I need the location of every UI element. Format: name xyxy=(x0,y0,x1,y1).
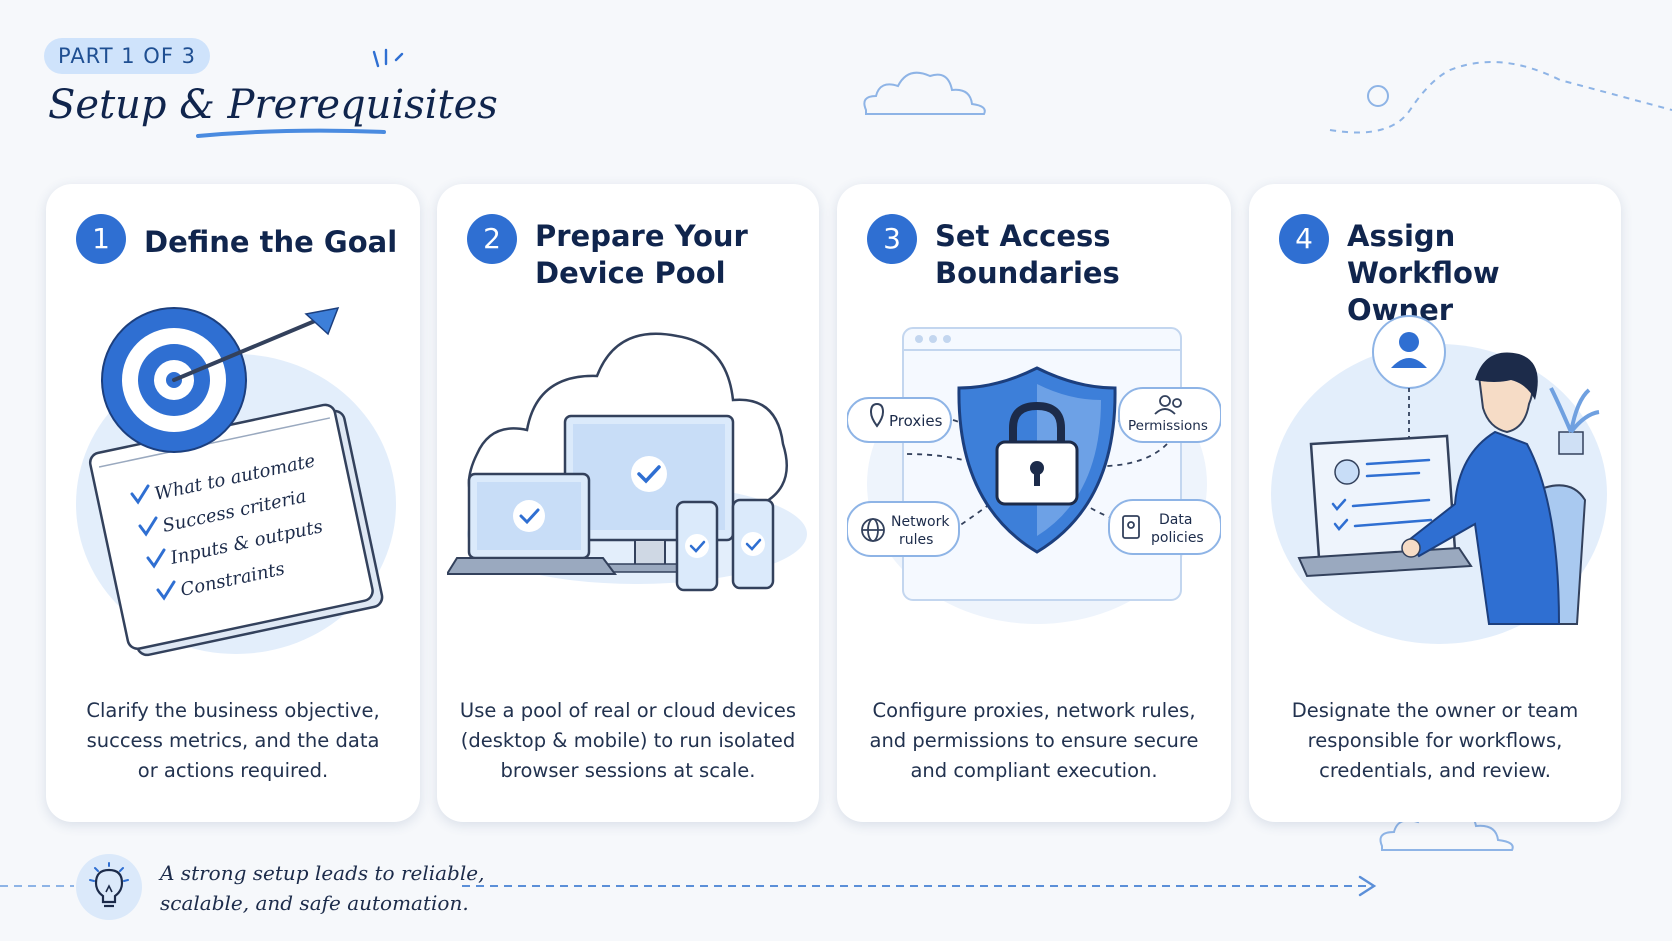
chip-permissions: Permissions xyxy=(1128,418,1208,434)
card-header: 3 Set Access Boundaries xyxy=(867,214,1215,304)
card-title: Assign Workflow Owner xyxy=(1347,219,1500,327)
step-number: 1 xyxy=(76,214,126,264)
dashed-path-doodle xyxy=(1329,61,1672,134)
security-shield-illustration: Proxies Permissions Network rules Data p… xyxy=(847,327,1221,624)
document-icon xyxy=(1122,515,1140,539)
part-badge: PART 1 OF 3 xyxy=(44,38,210,74)
chip-proxies: Proxies xyxy=(889,412,943,430)
card-title: Define the Goal xyxy=(144,225,398,259)
dashed-line-left xyxy=(0,885,74,887)
globe-icon xyxy=(861,518,885,542)
card-device-pool: 2 Prepare Your Device Pool xyxy=(437,184,819,822)
chip-network-rules: Network xyxy=(891,514,950,530)
step-number: 2 xyxy=(467,214,517,264)
footer-tip: A strong setup leads to reliable, scalab… xyxy=(160,861,485,915)
chip-network-rules-2: rules xyxy=(899,532,933,548)
location-pin-icon xyxy=(869,402,885,428)
card-header: 1 Define the Goal xyxy=(76,214,404,304)
card-description: Designate the owner or team responsible … xyxy=(1291,699,1579,782)
card-description: Use a pool of real or cloud devices (des… xyxy=(459,699,797,782)
card-title: Prepare Your Device Pool xyxy=(535,219,748,290)
chip-data-policies-2: policies xyxy=(1151,530,1204,546)
target-clipboard-illustration: What to automate Success criteria Inputs… xyxy=(76,307,396,657)
card-description: Configure proxies, network rules, and pe… xyxy=(869,699,1199,782)
card-title: Set Access Boundaries xyxy=(935,219,1120,290)
chip-data-policies: Data xyxy=(1159,512,1192,528)
card-access-boundaries: 3 Set Access Boundaries xyxy=(837,184,1231,822)
card-header: 2 Prepare Your Device Pool xyxy=(467,214,803,304)
card-workflow-owner: 4 Assign Workflow Owner xyxy=(1249,184,1621,822)
card-header: 4 Assign Workflow Owner xyxy=(1279,214,1605,327)
step-number: 4 xyxy=(1279,214,1329,264)
check-icons xyxy=(130,484,176,601)
title-underline xyxy=(196,128,386,138)
page-title: Setup & Prerequisites xyxy=(48,82,498,128)
lightbulb-icon xyxy=(89,862,129,908)
card-description: Clarify the business objective, success … xyxy=(86,699,380,782)
dashed-arrow xyxy=(462,875,1377,897)
users-icon xyxy=(1154,395,1182,415)
device-pool-illustration xyxy=(447,332,807,592)
sparkle-lines xyxy=(372,48,404,68)
cloud-doodle-icon xyxy=(863,71,986,115)
card-define-goal: 1 Define the Goal What to automate S xyxy=(46,184,420,822)
step-number: 3 xyxy=(867,214,917,264)
workflow-owner-illustration xyxy=(1271,315,1607,644)
